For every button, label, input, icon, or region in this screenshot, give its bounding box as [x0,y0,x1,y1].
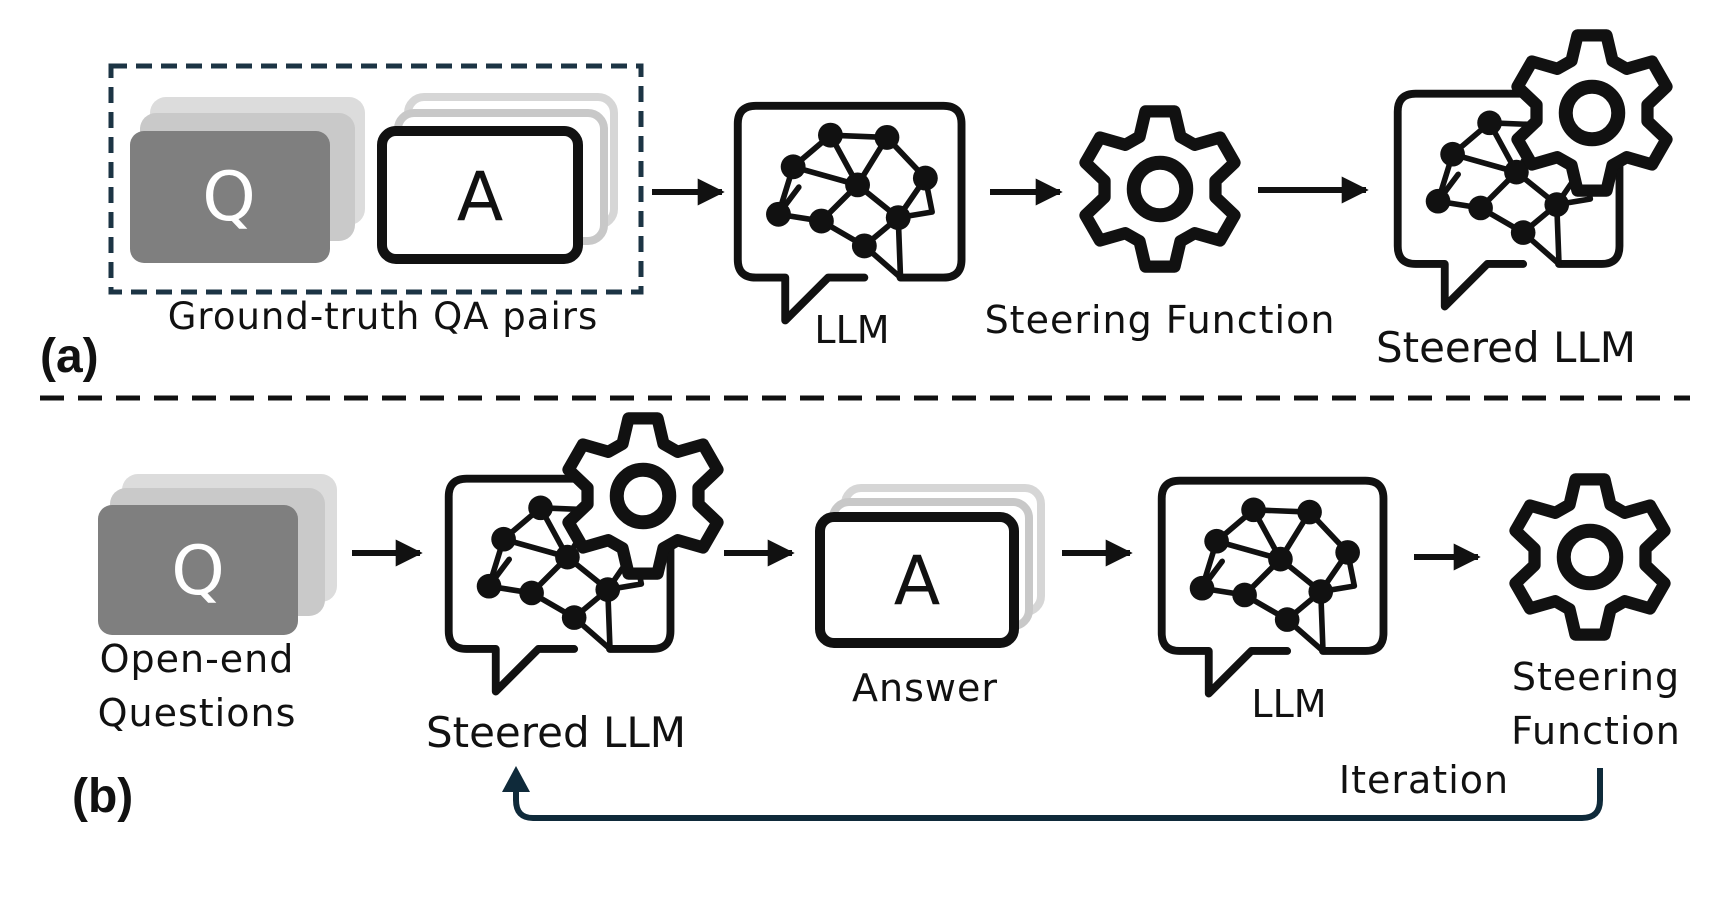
answer-b-card-stack: A [815,484,1045,648]
llm-b-label: LLM [1251,682,1326,726]
steering-gear-icon [1085,111,1234,266]
llm-b-icon [1162,481,1384,694]
steering-function-label: Steering Function [985,298,1336,342]
open-end-label-line1: Open-end [100,637,295,681]
open-question-card-stack: Q [98,474,337,635]
steering-b-label-line2: Function [1511,709,1681,753]
llm-icon [738,106,962,321]
answer-letter: A [457,158,504,237]
steered-llm-b-label: Steered LLM [426,708,686,757]
open-question-letter: Q [171,532,225,611]
steering-gear-b-icon [1515,479,1664,634]
question-card-stack: Q [130,97,365,263]
panel-b: Q Open-end Questions (b) Steered LLM A A… [72,418,1681,823]
qa-pairs-label: Ground-truth QA pairs [168,295,598,338]
steered-llm-gear-icon [1517,35,1666,190]
llm-label: LLM [814,308,889,352]
panel-a-tag: (a) [40,330,99,383]
panel-a: Q A Ground-truth QA pairs (a) LLM Steeri… [40,35,1667,383]
answer-b-letter: A [894,542,941,621]
iteration-arrowhead [502,766,530,792]
panel-b-tag: (b) [72,770,133,823]
steered-llm-b-gear-icon [568,418,717,573]
open-end-label-line2: Questions [98,691,297,735]
steered-llm-label: Steered LLM [1376,323,1636,372]
steering-b-label-line1: Steering [1512,655,1680,699]
iteration-loop-arrow [513,768,1603,821]
qa-pairs-frame [108,63,644,295]
question-letter: Q [202,158,256,237]
answer-card-stack: A [377,93,618,264]
iteration-label: Iteration [1339,758,1509,802]
answer-label: Answer [852,666,998,710]
